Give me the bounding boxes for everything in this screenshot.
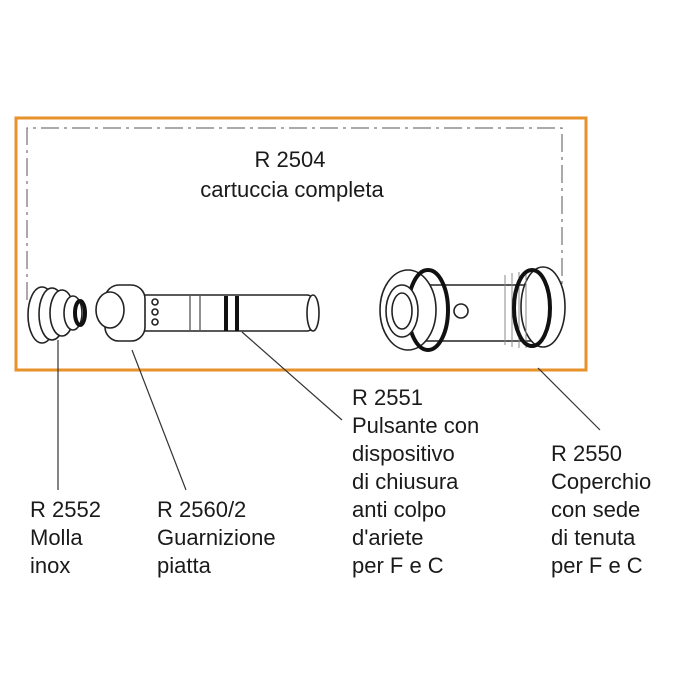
label-text: R 2551 (352, 385, 423, 410)
label-text: Molla (30, 525, 83, 550)
label-text: per F e C (352, 553, 444, 578)
label-gasket: R 2560/2 Guarnizione piatta (157, 497, 276, 578)
label-text: R 2552 (30, 497, 101, 522)
label-text: anti colpo (352, 497, 446, 522)
assembly-frame (14, 116, 588, 372)
assembly-code: R 2504 (255, 147, 326, 172)
label-text: con sede (551, 497, 640, 522)
label-text: piatta (157, 553, 212, 578)
plunger-part (95, 284, 320, 342)
label-spring: R 2552 Molla inox (30, 497, 101, 578)
label-text: d'ariete (352, 525, 423, 550)
label-text: R 2550 (551, 441, 622, 466)
label-text: di tenuta (551, 525, 636, 550)
label-text: dispositivo (352, 441, 455, 466)
label-text: Pulsante con (352, 413, 479, 438)
leader-plunger (241, 331, 343, 421)
label-text: inox (30, 553, 70, 578)
label-text: di chiusura (352, 469, 459, 494)
leader-cap (537, 367, 601, 431)
assembly-name: cartuccia completa (200, 177, 384, 202)
label-text: Coperchio (551, 469, 651, 494)
assembly-boundary (26, 127, 563, 300)
label-text: per F e C (551, 553, 643, 578)
label-text: Guarnizione (157, 525, 276, 550)
label-text: R 2560/2 (157, 497, 246, 522)
label-plunger: R 2551 Pulsante con dispositivo di chius… (352, 385, 479, 578)
leader-gasket (131, 349, 187, 491)
spring-part (27, 286, 87, 344)
label-cap: R 2550 Coperchio con sede di tenuta per … (551, 441, 651, 578)
cap-part (379, 266, 566, 352)
